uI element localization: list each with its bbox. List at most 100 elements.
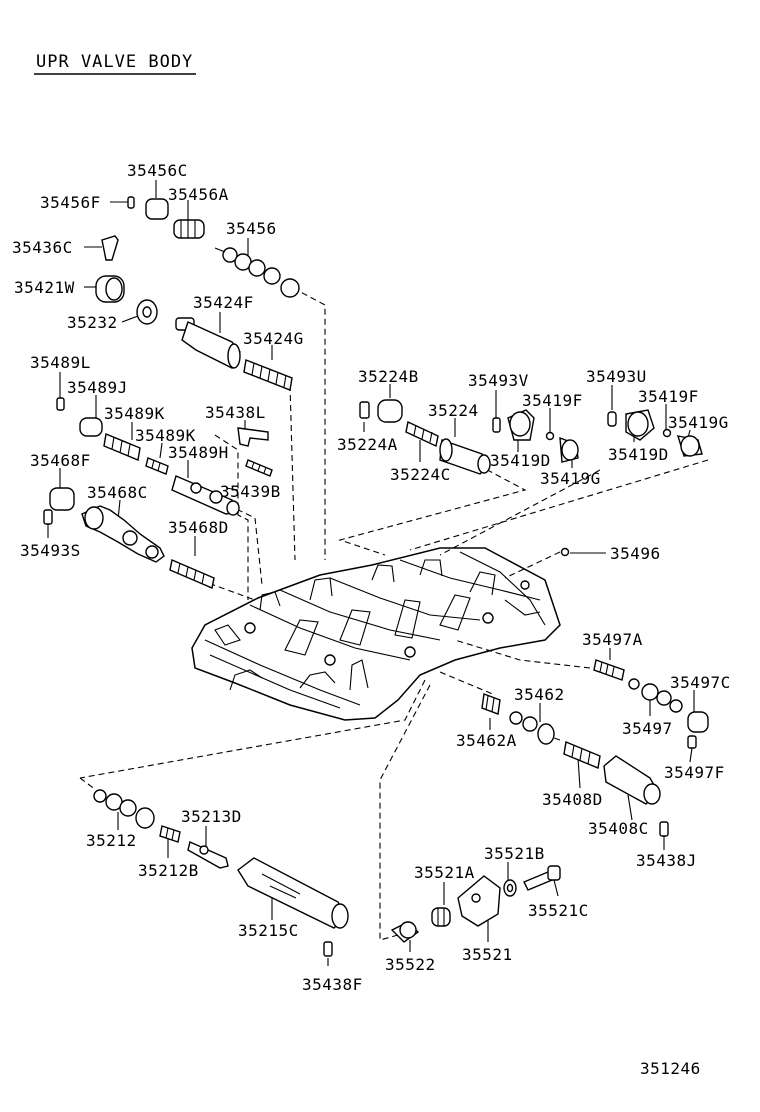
part-35468C xyxy=(81,505,165,563)
part-35421W xyxy=(95,275,125,303)
label-35521A: 35521A xyxy=(414,863,475,882)
label-35489L: 35489L xyxy=(30,353,91,372)
part-35213D xyxy=(187,841,229,869)
part-35456 xyxy=(214,247,300,298)
label-35224A: 35224A xyxy=(337,435,398,454)
label-35489K-a: 35489K xyxy=(104,404,165,423)
label-35213D: 35213D xyxy=(181,807,242,826)
label-35212B: 35212B xyxy=(138,861,199,880)
valve-body-assembly xyxy=(191,547,561,721)
part-drawings xyxy=(43,196,709,957)
label-35468C: 35468C xyxy=(87,483,148,502)
part-35497C xyxy=(687,711,709,733)
label-35468D: 35468D xyxy=(168,518,229,537)
label-35521C: 35521C xyxy=(528,901,589,920)
label-35419D-a: 35419D xyxy=(490,451,551,470)
label-35496: 35496 xyxy=(610,544,661,563)
part-35419D-b xyxy=(625,409,655,441)
label-35419F-a: 35419F xyxy=(522,391,583,410)
part-35462A xyxy=(481,693,501,715)
part-labels: 35456C 35456F 35456A 35456 35436C 35421W… xyxy=(12,161,731,1078)
label-35439B: 35439B xyxy=(220,482,281,501)
part-35419G-b xyxy=(676,435,703,457)
label-35419F-b: 35419F xyxy=(638,387,699,406)
label-35497C: 35497C xyxy=(670,673,731,692)
label-35438F: 35438F xyxy=(302,975,363,994)
label-35489H: 35489H xyxy=(168,443,229,462)
part-35497 xyxy=(628,678,683,713)
label-35419G-b: 35419G xyxy=(668,413,729,432)
label-35424G: 35424G xyxy=(243,329,304,348)
part-35224A xyxy=(359,401,370,419)
label-35224: 35224 xyxy=(428,401,479,420)
part-35438F xyxy=(323,941,333,957)
part-35497F xyxy=(687,735,697,749)
label-35456: 35456 xyxy=(226,219,277,238)
part-35493U xyxy=(607,411,617,427)
part-35489H xyxy=(171,475,240,516)
part-35419F-b xyxy=(662,428,672,438)
part-35424G xyxy=(243,359,293,391)
label-35522: 35522 xyxy=(385,955,436,974)
part-35438J xyxy=(659,821,669,837)
label-35468F: 35468F xyxy=(30,451,91,470)
diagram-title: UPR VALVE BODY xyxy=(36,52,193,72)
label-35497F: 35497F xyxy=(664,763,725,782)
label-35497: 35497 xyxy=(622,719,673,738)
label-35408C: 35408C xyxy=(588,819,649,838)
diagram-number: 351246 xyxy=(640,1059,701,1078)
label-35456C: 35456C xyxy=(127,161,188,180)
part-35489L xyxy=(56,397,65,411)
label-35438L: 35438L xyxy=(205,403,266,422)
label-35493V: 35493V xyxy=(468,371,529,390)
label-35497A: 35497A xyxy=(582,630,643,649)
part-35489K-b xyxy=(145,457,169,475)
label-35424F: 35424F xyxy=(193,293,254,312)
part-35493V xyxy=(492,417,501,433)
part-35468F xyxy=(49,487,75,511)
label-35232: 35232 xyxy=(67,313,118,332)
part-35489J xyxy=(79,417,103,437)
part-35462 xyxy=(509,711,555,745)
part-35489K-a xyxy=(103,433,141,461)
label-35436C: 35436C xyxy=(12,238,73,257)
reference-lines xyxy=(79,287,709,941)
part-35521A xyxy=(431,907,451,927)
part-35408D xyxy=(563,741,601,769)
label-35224B: 35224B xyxy=(358,367,419,386)
part-35215C xyxy=(237,857,349,929)
part-35522 xyxy=(390,921,420,943)
part-35521B xyxy=(503,879,517,897)
label-35224C: 35224C xyxy=(390,465,451,484)
part-35493S xyxy=(43,509,53,525)
label-35489J: 35489J xyxy=(67,378,128,397)
label-35456F: 35456F xyxy=(40,193,101,212)
part-35424F xyxy=(175,317,241,369)
part-35438L xyxy=(237,427,269,447)
label-35408D: 35408D xyxy=(542,790,603,809)
label-35456A: 35456A xyxy=(168,185,229,204)
label-35419D-b: 35419D xyxy=(608,445,669,464)
label-35493S: 35493S xyxy=(20,541,81,560)
part-35408C xyxy=(603,755,661,805)
part-35456A xyxy=(173,219,205,239)
label-35521B: 35521B xyxy=(484,844,545,863)
label-35212: 35212 xyxy=(86,831,137,850)
label-35462A: 35462A xyxy=(456,731,517,750)
part-35224B xyxy=(377,399,403,423)
part-35456C xyxy=(145,198,169,220)
part-35439B xyxy=(245,459,273,477)
part-35436C xyxy=(101,235,119,261)
part-35521 xyxy=(457,875,501,927)
part-35496 xyxy=(560,547,570,557)
part-35497A xyxy=(593,659,625,681)
label-35462: 35462 xyxy=(514,685,565,704)
label-35493U: 35493U xyxy=(586,367,647,386)
part-35468D xyxy=(169,559,215,589)
part-35521C xyxy=(523,865,561,891)
part-35456F xyxy=(127,196,135,209)
label-35419G-a: 35419G xyxy=(540,469,601,488)
part-35212 xyxy=(93,789,155,829)
label-35421W: 35421W xyxy=(14,278,75,297)
